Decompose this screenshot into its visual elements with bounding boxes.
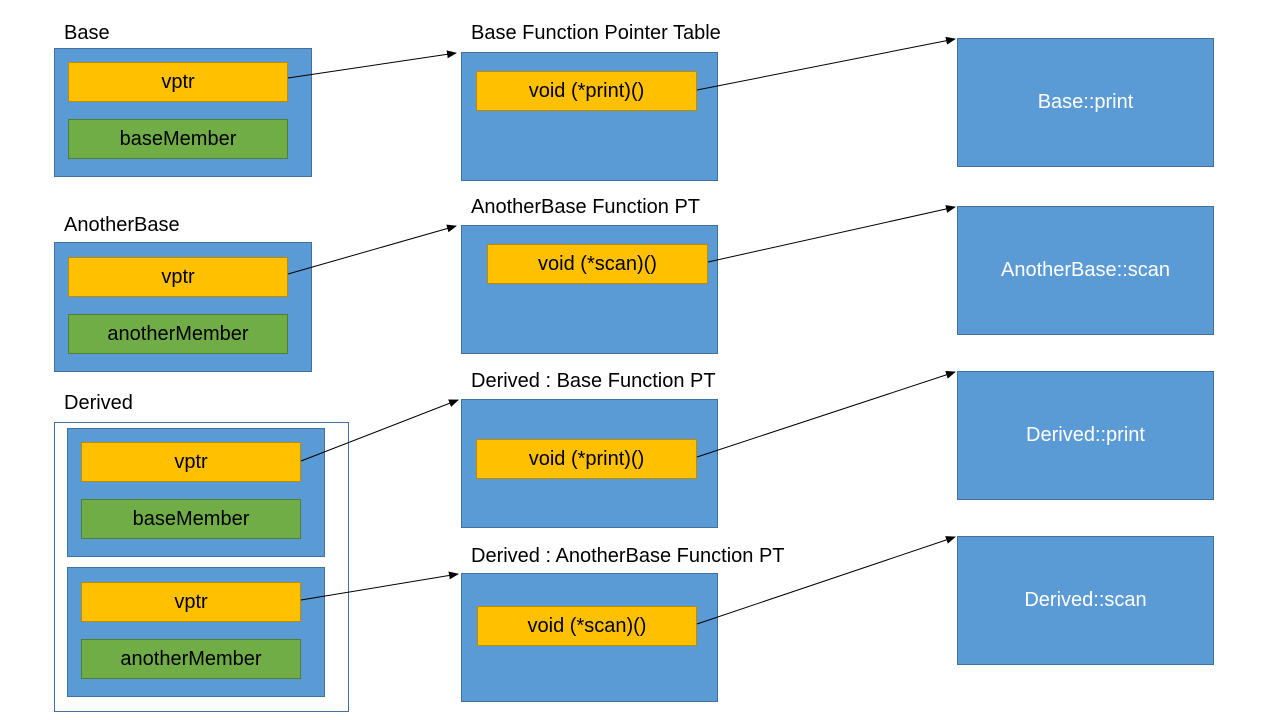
anotherbase-object-title: AnotherBase <box>64 214 180 236</box>
derived-base-table-entry: void (*print)() <box>476 439 697 479</box>
derived-anotherbase-vptr: vptr <box>81 582 301 622</box>
anotherbase-table-entry: void (*scan)() <box>487 244 708 284</box>
anotherbase-table-title: AnotherBase Function PT <box>471 196 701 218</box>
derived-anotherbase-table-title: Derived : AnotherBase Function PT <box>471 545 785 567</box>
base-vptr: vptr <box>68 62 288 102</box>
arrow-base-vptr-to-table <box>287 50 457 79</box>
anotherbase-vptr: vptr <box>68 257 288 297</box>
derived-print-function: Derived::print <box>957 371 1214 500</box>
base-table-entry: void (*print)() <box>476 71 697 111</box>
base-object-title: Base <box>64 22 110 44</box>
derived-anotherbase-table-entry: void (*scan)() <box>477 606 697 646</box>
arrow-derived-base-entry-to-function <box>696 371 956 458</box>
derived-scan-function: Derived::scan <box>957 536 1214 665</box>
derived-anotherbase-member: anotherMember <box>81 639 301 679</box>
arrow-anotherbase-vptr-to-table <box>287 224 457 275</box>
anotherbase-scan-function: AnotherBase::scan <box>957 206 1214 335</box>
arrow-base-entry-to-function <box>696 36 956 91</box>
base-table-title: Base Function Pointer Table <box>471 22 721 44</box>
base-print-function: Base::print <box>957 38 1214 167</box>
derived-object-title: Derived <box>64 392 133 414</box>
derived-base-member: baseMember <box>81 499 301 539</box>
arrow-anotherbase-entry-to-function <box>707 205 956 263</box>
derived-base-table-title: Derived : Base Function PT <box>471 370 716 392</box>
anotherbase-member: anotherMember <box>68 314 288 354</box>
base-member: baseMember <box>68 119 288 159</box>
derived-base-vptr: vptr <box>81 442 301 482</box>
